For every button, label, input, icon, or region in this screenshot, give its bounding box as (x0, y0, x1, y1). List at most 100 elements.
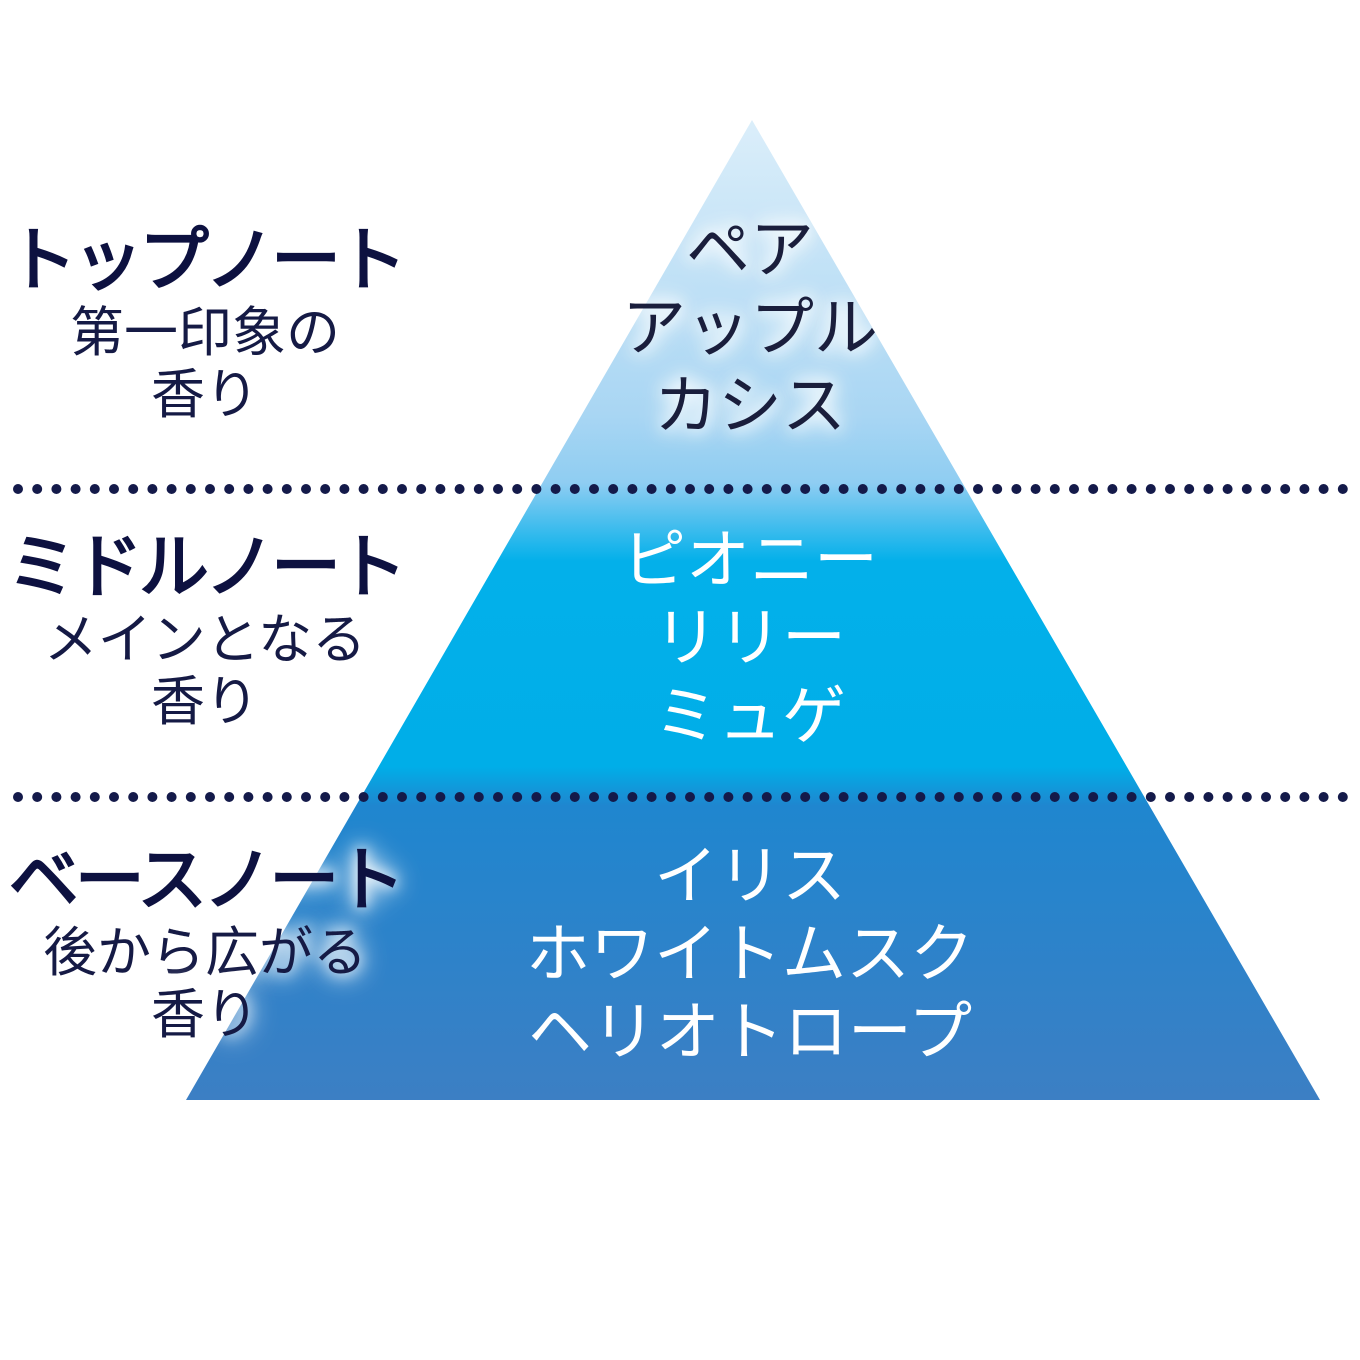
divider-dot (89, 792, 100, 802)
divider-dot (397, 484, 407, 494)
divider-dot (1126, 792, 1137, 802)
divider-dot (377, 792, 388, 802)
divider-dot (953, 484, 964, 494)
divider-dot (742, 484, 753, 494)
divider-dot (1299, 484, 1310, 494)
divider-dot (1145, 484, 1156, 494)
top-note-label: トップノート 第一印象の 香り (0, 218, 410, 426)
divider-dot (262, 792, 273, 802)
divider-dot (1261, 792, 1271, 802)
divider-dot (1107, 484, 1118, 494)
divider-dot (128, 484, 139, 494)
divider-dot (435, 792, 446, 802)
top-note-desc-line-1: 第一印象の (70, 301, 340, 364)
divider-dot (70, 484, 81, 494)
divider-dot (973, 792, 983, 802)
divider-dot (761, 484, 772, 494)
divider-dot (685, 484, 695, 494)
middle-note-title: ミドルノート (7, 526, 407, 608)
divider-dot (627, 484, 638, 494)
divider-dot (608, 792, 619, 802)
divider-dot (1069, 484, 1079, 494)
divider-dot (1318, 484, 1329, 494)
divider-dot (301, 484, 311, 494)
top-note-item: アップル (622, 292, 878, 366)
divider-dot (1145, 792, 1156, 802)
divider-dot (685, 792, 695, 802)
divider-dot (665, 484, 676, 494)
divider-dot (243, 484, 254, 494)
divider-dot (185, 792, 196, 802)
divider-dot (1241, 792, 1252, 802)
divider-dot (1337, 792, 1348, 802)
divider-dot (665, 792, 676, 802)
divider-dot (205, 792, 215, 802)
divider-dot (646, 484, 657, 494)
divider-dot (1337, 484, 1348, 494)
divider-dot (51, 792, 62, 802)
middle-note-desc-line-2: 香り (151, 670, 259, 733)
divider-dot (128, 792, 139, 802)
base-note-title: ベースノート (8, 839, 406, 921)
divider-dot (877, 484, 887, 494)
divider-dot (416, 792, 427, 802)
divider-dot (1011, 484, 1022, 494)
divider-dot (224, 792, 235, 802)
divider-dot (608, 484, 619, 494)
divider-dot (761, 792, 772, 802)
divider-dot (13, 484, 23, 494)
divider-dot (723, 484, 734, 494)
divider-dot (1088, 792, 1099, 802)
base-note-desc-line-2: 香り (151, 983, 259, 1046)
divider-dot (781, 792, 791, 802)
divider-dot (1222, 792, 1233, 802)
divider-dot (1049, 484, 1060, 494)
divider-dot (1107, 792, 1118, 802)
divider-dot (397, 792, 407, 802)
divider-dot (934, 792, 945, 802)
base-note-item: ヘリオトロープ (527, 996, 973, 1070)
divider-dot (1299, 792, 1310, 802)
pyramid-shape (186, 120, 1320, 1100)
divider-dot (1184, 484, 1195, 494)
divider-dot (896, 484, 907, 494)
divider-dot (838, 484, 849, 494)
divider-dot (281, 484, 292, 494)
divider-dot (109, 484, 119, 494)
middle-note-desc-line-1: メインとなる (43, 608, 367, 671)
divider-middle-tier (13, 792, 1348, 802)
divider-dot (1088, 484, 1099, 494)
divider-dot (512, 792, 523, 802)
divider-dot (493, 484, 503, 494)
middle-note-item: ピオニー (622, 524, 878, 598)
divider-dot (339, 484, 350, 494)
divider-dot (896, 792, 907, 802)
divider-dot (531, 484, 542, 494)
divider-dot (358, 484, 369, 494)
divider-dot (320, 484, 331, 494)
top-note-desc-line-2: 香り (151, 363, 259, 426)
divider-dot (1184, 792, 1195, 802)
divider-dot (205, 484, 215, 494)
base-note-item: ホワイトムスク (526, 918, 974, 992)
divider-dot (320, 792, 331, 802)
base-note-label: ベースノート 後から広がる 香り (0, 838, 410, 1046)
divider-top-tier (13, 484, 1348, 494)
divider-dot (281, 792, 292, 802)
divider-dot (857, 484, 868, 494)
middle-note-item: リリー (654, 602, 846, 676)
divider-dot (1222, 484, 1233, 494)
divider-dot (32, 484, 43, 494)
top-notes-list: ペア アップル カシス (450, 212, 1050, 446)
divider-dot (339, 792, 350, 802)
divider-dot (646, 792, 657, 802)
divider-dot (704, 484, 715, 494)
divider-dot (1030, 792, 1041, 802)
divider-dot (1165, 484, 1175, 494)
divider-dot (493, 792, 503, 802)
divider-dot (473, 484, 484, 494)
divider-dot (953, 792, 964, 802)
divider-dot (819, 792, 830, 802)
divider-dot (416, 484, 427, 494)
